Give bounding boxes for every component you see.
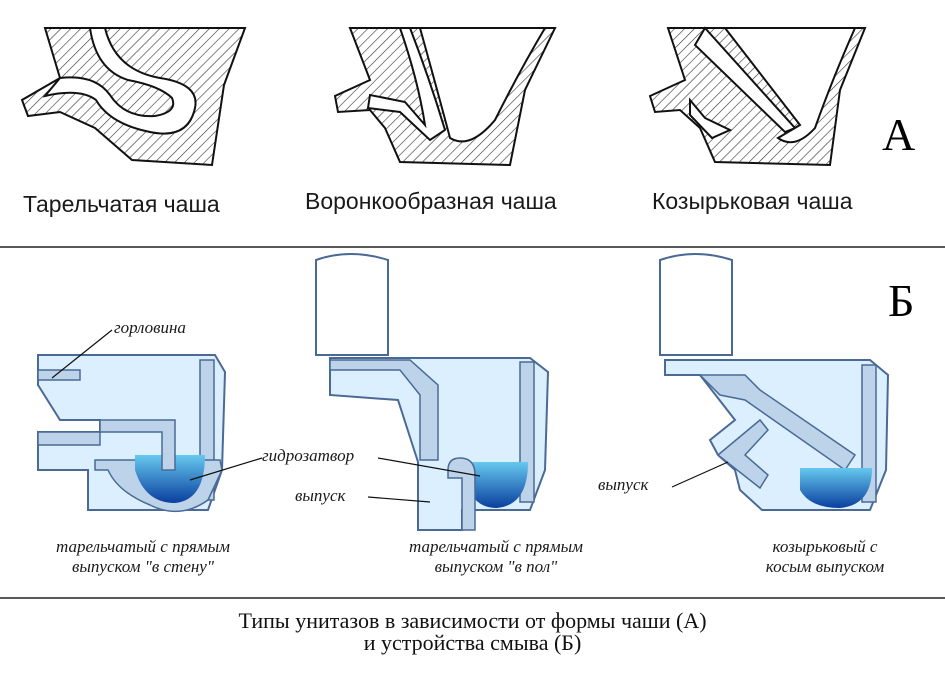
caption-line: тарельчатый с прямым <box>56 537 230 556</box>
caption-funnel-bowl: Воронкообразная чаша <box>305 188 557 214</box>
footer-caption: Типы унитазов в зависимости от формы чаш… <box>0 610 945 654</box>
bowl-section-plate <box>20 27 247 167</box>
caption-line: выпуском "в стену" <box>72 557 214 576</box>
footer-line: и устройства смыва (Б) <box>363 630 582 655</box>
water-seal <box>465 462 528 508</box>
cistern <box>315 253 389 356</box>
caption-line: косым выпуском <box>765 557 885 576</box>
label-neck: горловина <box>114 318 186 337</box>
toilet-floor-outlet <box>315 253 550 531</box>
label-water-seal: гидрозатвор <box>262 446 355 465</box>
section-b-letter: Б <box>888 275 915 326</box>
leader-line-neck <box>51 329 113 379</box>
section-a-letter: А <box>882 109 916 160</box>
caption-shelf-bowl: Козырьковая чаша <box>652 188 853 214</box>
toilet-wall-outlet <box>37 354 227 513</box>
caption-line: тарельчатый с прямым <box>409 537 583 556</box>
footer-line: Типы унитазов в зависимости от формы чаш… <box>238 608 707 633</box>
caption-line: козырьковый с <box>772 537 878 556</box>
leader-line-outlet-1 <box>367 496 431 503</box>
label-outlet-floor: выпуск <box>295 486 346 505</box>
leader-line-seal-2 <box>377 457 481 477</box>
label-outlet-angled: выпуск <box>598 475 649 494</box>
water-seal <box>800 468 872 508</box>
caption-angled-outlet: козырьковый с косым выпуском <box>720 537 930 577</box>
caption-floor-outlet: тарельчатый с прямым выпуском "в пол" <box>365 537 627 577</box>
leader-line-outlet-2 <box>671 461 729 488</box>
water-seal <box>135 455 205 503</box>
caption-wall-outlet: тарельчатый с прямым выпуском "в стену" <box>12 537 274 577</box>
caption-line: выпуском "в пол" <box>434 557 558 576</box>
caption-plate-bowl: Тарельчатая чаша <box>23 191 220 217</box>
leader-line-seal-1 <box>189 457 263 481</box>
toilet-angled-outlet <box>659 253 890 511</box>
bowl-section-funnel <box>333 27 557 167</box>
cistern <box>659 253 733 356</box>
bowl-section-shelf <box>648 26 867 167</box>
